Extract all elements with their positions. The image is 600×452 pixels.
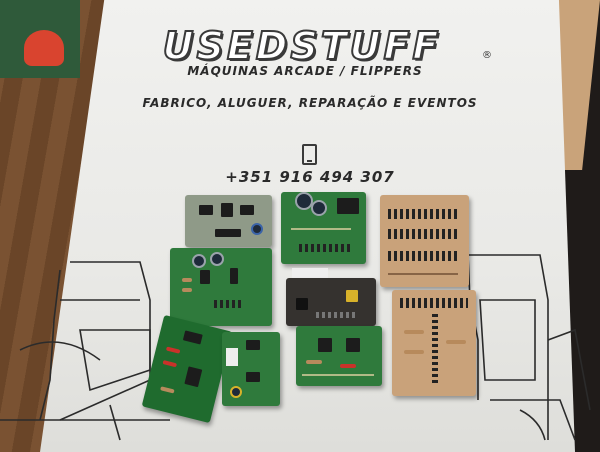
- left-cabinet-outline: [59, 261, 151, 421]
- pcb-tan-bottom: [392, 290, 476, 396]
- pcb-small-center: [222, 332, 280, 406]
- registered-mark: ®: [482, 50, 492, 61]
- pcb-tan-top: [380, 195, 469, 287]
- pcb-top-center: [281, 192, 366, 264]
- brand-logo: USEDSTUFF: [162, 23, 442, 69]
- pcb-top-left: [185, 195, 272, 247]
- phone-number: +351 916 494 307: [225, 168, 395, 186]
- pcb-mid-left: [170, 248, 272, 326]
- smartphone-icon: [302, 144, 317, 165]
- tagline: MÁQUINAS ARCADE / FLIPPERS: [187, 64, 423, 78]
- game-box-corner: [0, 0, 80, 78]
- mario-sticker: [24, 30, 64, 66]
- services-text: FABRICO, ALUGUER, REPARAÇÃO E EVENTOS: [142, 96, 478, 110]
- pcb-black: [286, 278, 376, 326]
- right-cabinet-outline: [468, 254, 549, 440]
- pcb-bottom-center: [296, 326, 382, 386]
